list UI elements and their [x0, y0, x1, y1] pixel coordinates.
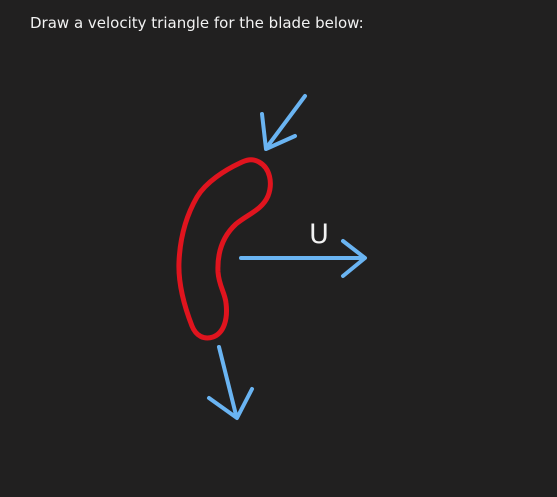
- blade-velocity-arrow-head: [341, 239, 367, 278]
- inlet-arrow-shaft: [265, 94, 307, 149]
- blade-velocity-label: U: [309, 219, 329, 250]
- outlet-arrow-shaft: [217, 345, 238, 417]
- inlet-arrow-head: [260, 112, 297, 151]
- blade-velocity-arrow: [239, 239, 367, 278]
- outlet-arrow: [207, 345, 254, 420]
- prompt-text: Draw a velocity triangle for the blade b…: [30, 14, 364, 32]
- blade-outline: [176, 157, 273, 341]
- outlet-arrow-head: [207, 387, 254, 420]
- inlet-arrow: [260, 94, 307, 151]
